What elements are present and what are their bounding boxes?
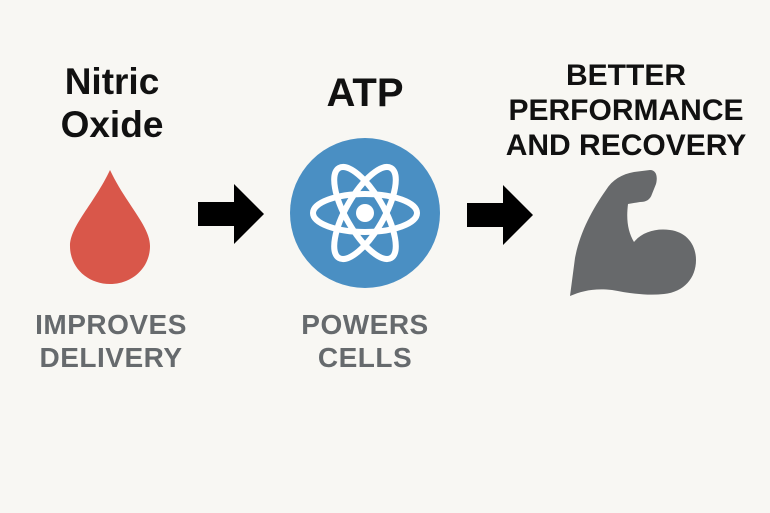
step-title-line: PERFORMANCE — [508, 94, 744, 127]
arrow-shape — [467, 185, 533, 245]
arrow-shape — [198, 184, 264, 244]
atom-orbit — [310, 191, 420, 235]
step-title-line: BETTER — [566, 59, 686, 92]
flexed-arm-icon — [566, 166, 698, 298]
blood-drop-icon — [68, 168, 152, 286]
step-caption-powers-cells: POWERS CELLS — [278, 308, 452, 374]
step-title-line: AND RECOVERY — [505, 129, 747, 162]
step-title-better-performance: BETTER PERFORMANCE AND RECOVERY — [496, 58, 756, 163]
step-caption-line: POWERS — [301, 309, 429, 340]
blood-drop-shape — [70, 170, 150, 284]
step-title-line: ATP — [326, 71, 404, 115]
step-caption-improves-delivery: IMPROVES DELIVERY — [22, 308, 200, 374]
step-title-atp: ATP — [300, 70, 430, 116]
step-caption-line: IMPROVES — [35, 309, 187, 340]
step-title-nitric-oxide: Nitric Oxide — [38, 60, 186, 146]
atom-nucleus — [356, 204, 374, 222]
atom-icon — [289, 137, 441, 289]
arrow-right-icon — [465, 183, 535, 247]
step-title-line: Nitric — [64, 61, 160, 102]
atom-orbit — [331, 163, 399, 263]
step-caption-line: CELLS — [317, 342, 413, 373]
step-caption-line: DELIVERY — [39, 342, 183, 373]
arrow-right-icon — [196, 182, 266, 246]
atom-orbit — [331, 163, 399, 263]
flexed-arm-shape — [570, 170, 696, 296]
step-title-line: Oxide — [60, 104, 164, 145]
